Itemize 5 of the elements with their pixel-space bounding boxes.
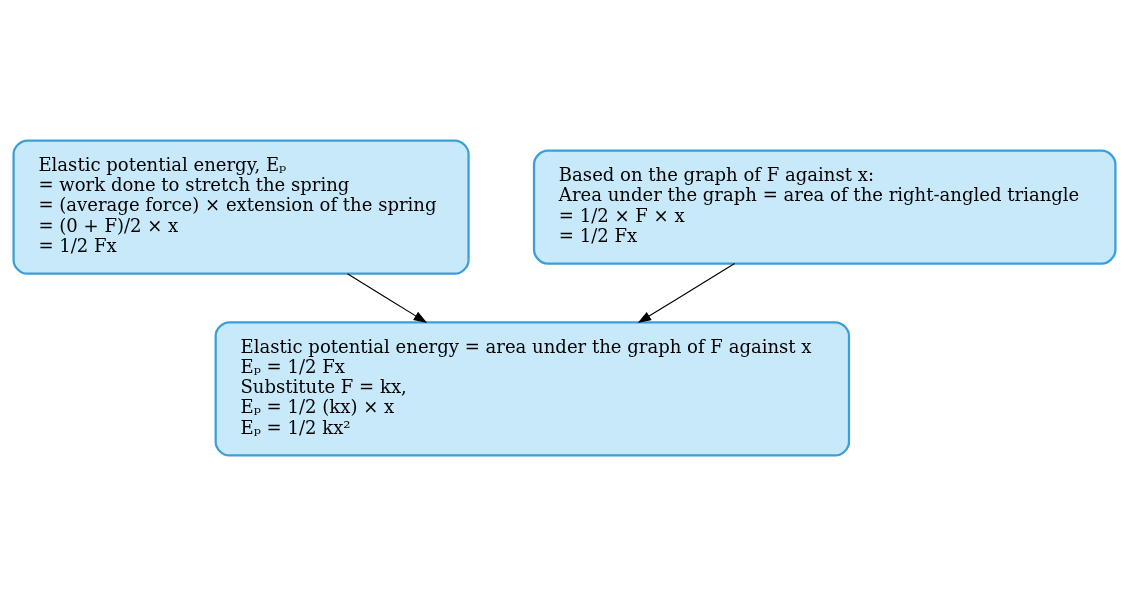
arrow [346,273,428,323]
arrow [637,263,736,324]
node-box: Based on the graph of F against x: Area under the graph = area of the right-angled triangle = 1/2 × F × x = 1/2 Fx [532,149,1117,265]
node-box: Elastic potential energy, Eₚ = work done to stretch the spring = (average force) × extension of the spring = (0 + F)/2 × x = 1/2 Fx [12,139,470,275]
node-box: Elastic potential energy = area under the graph of F against x Eₚ = 1/2 Fx Substitute F = kx, Eₚ = 1/2 (kx) × x Eₚ = 1/2 kx² [214,321,851,457]
